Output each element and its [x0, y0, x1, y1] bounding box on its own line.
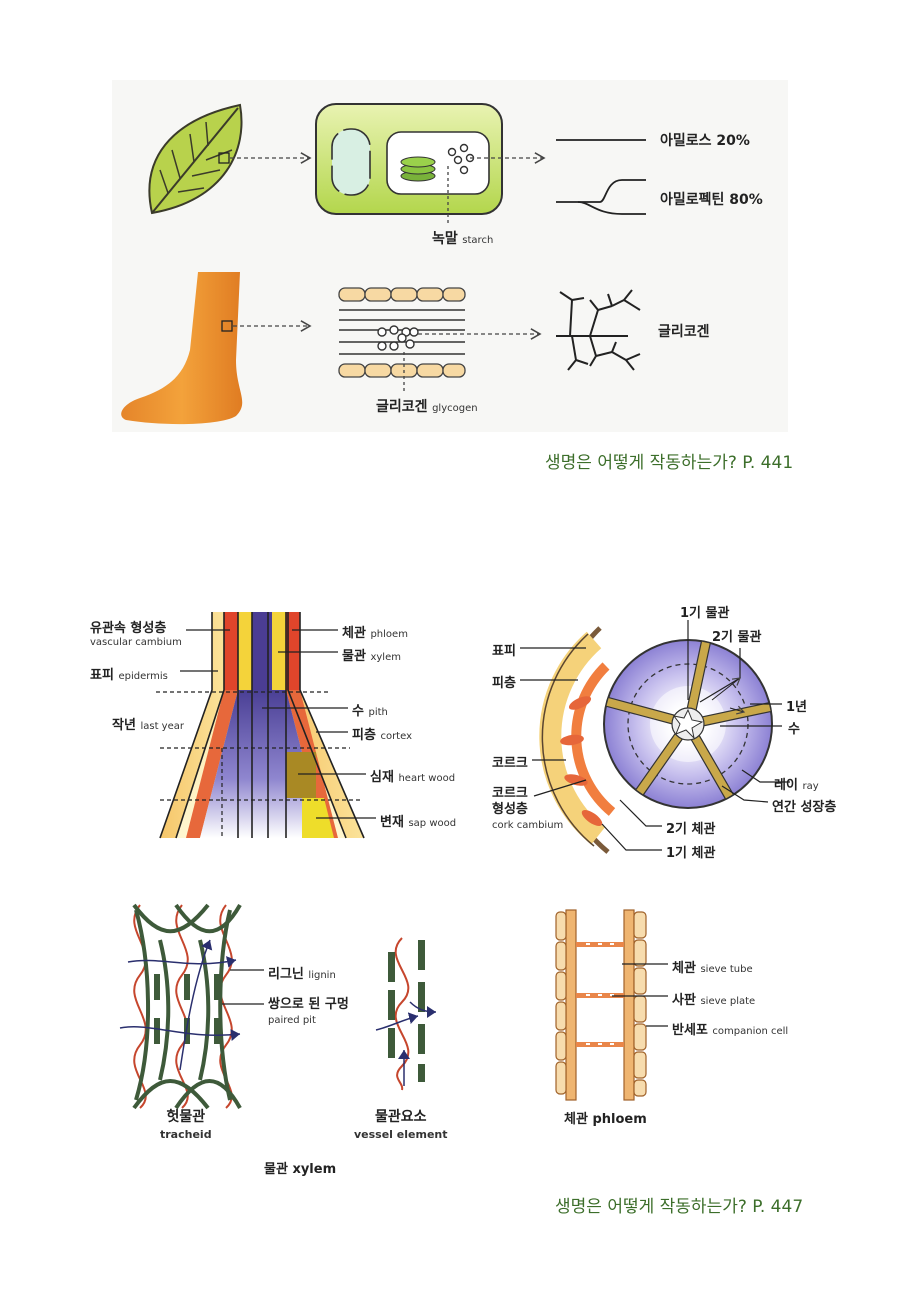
sapwood-ko: 변재	[380, 815, 404, 830]
caption-p447: 생명은 어떻게 작동하는가? P. 447	[555, 1197, 804, 1217]
paired-pit-en: paired pit	[268, 1015, 316, 1026]
companion-en: companion cell	[712, 1026, 789, 1037]
heartwood-en: heart wood	[398, 773, 456, 784]
xylem-bottom-label: 물관 xylem	[264, 1162, 337, 1177]
stem-cross-section-diagram	[520, 620, 790, 854]
cork-label: 코르크	[492, 756, 528, 771]
sieve-tube-en: sieve tube	[700, 964, 753, 975]
sieve-plate-ko: 사판	[672, 993, 696, 1008]
last-year-en: last year	[140, 721, 184, 732]
cortex-stem-en: cortex	[380, 731, 412, 742]
last-year-ko: 작년	[112, 718, 136, 733]
vessel-ko: 물관요소	[374, 1109, 427, 1125]
phloem-stem-ko: 체관	[342, 626, 366, 641]
heartwood-ko: 심재	[370, 770, 394, 785]
companion-cell-label: 반세포 companion cell	[672, 1019, 788, 1038]
cork-cambium-ko2: 형성층	[492, 802, 528, 817]
ray-label: 레이 ray	[774, 774, 819, 793]
phloem-bottom-label: 체관 phloem	[564, 1112, 647, 1127]
xylem-stem-en: xylem	[370, 652, 401, 663]
leaf-icon	[148, 103, 243, 215]
phloem-stem-en: phloem	[370, 629, 408, 640]
xylem-stem-label: 물관 xylem	[342, 645, 401, 664]
cork-cambium-ko1: 코르크	[492, 786, 528, 801]
caption-p441: 생명은 어떻게 작동하는가? P. 441	[545, 453, 794, 473]
pith-stem-ko: 수	[352, 704, 364, 719]
amylose-label: 아밀로스 20%	[660, 133, 750, 149]
ray-en: ray	[802, 781, 819, 792]
annual-ring-label: 연간 성장층	[772, 800, 837, 815]
secondary-xylem-label: 2기 물관	[712, 630, 762, 645]
phloem-stem-label: 체관 phloem	[342, 622, 408, 641]
lignin-label: 리그닌 lignin	[268, 963, 336, 982]
amylopectin-label: 아밀로펙틴 80%	[660, 192, 763, 208]
glycogen-branch-icon	[556, 289, 641, 371]
epidermis-stem-ko: 표피	[90, 668, 114, 683]
cortex-section-label: 피층	[492, 676, 516, 691]
glycogen-ko: 글리코겐	[376, 399, 428, 415]
starch-label: 녹말 starch	[432, 228, 493, 248]
sieve-tube-diagram	[555, 909, 668, 1101]
epidermis-stem-label: 표피 epidermis	[90, 664, 168, 683]
sieve-plate-label: 사판 sieve plate	[672, 989, 755, 1008]
epidermis-section-label: 표피	[492, 644, 516, 659]
secondary-phloem-label: 2기 체관	[666, 822, 716, 837]
vascular-cambium-en: vascular cambium	[90, 637, 182, 648]
one-year-label: 1년	[786, 700, 808, 715]
foot-icon	[121, 272, 243, 425]
vascular-cambium-ko: 유관속 형성층	[90, 621, 167, 636]
heartwood-label: 심재 heart wood	[370, 766, 455, 785]
vessel-element-label: 물관요소 vessel element	[354, 1108, 448, 1144]
epidermis-stem-en: epidermis	[118, 671, 168, 682]
sieve-plate-en: sieve plate	[700, 996, 756, 1007]
tracheid-en: tracheid	[160, 1128, 212, 1141]
tracheid-ko: 헛물관	[166, 1109, 206, 1125]
vessel-element-diagram	[375, 937, 437, 1091]
vessel-en: vessel element	[354, 1128, 448, 1141]
pith-section-label: 수	[788, 722, 800, 737]
pith-stem-en: pith	[368, 707, 388, 718]
primary-xylem-label: 1기 물관	[680, 606, 730, 621]
cork-cambium-label: 코르크 형성층 cork cambium	[492, 786, 563, 834]
muscle-fiber-icon	[338, 287, 466, 378]
primary-phloem-label: 1기 체관	[666, 846, 716, 861]
starch-en: starch	[462, 235, 494, 246]
cortex-stem-label: 피층 cortex	[352, 724, 412, 743]
lignin-ko: 리그닌	[268, 967, 304, 982]
stem-longitudinal-diagram	[156, 612, 376, 839]
lignin-en: lignin	[308, 970, 336, 981]
paired-pit-ko: 쌍으로 된 구멍	[268, 997, 349, 1012]
glycogen-label: 글리코겐 glycogen	[376, 396, 478, 416]
vascular-cambium-label: 유관속 형성층 vascular cambium	[90, 622, 182, 650]
chloroplast-cell-icon	[315, 103, 503, 215]
cork-cambium-en: cork cambium	[492, 820, 564, 831]
xylem-stem-ko: 물관	[342, 649, 366, 664]
last-year-label: 작년 last year	[112, 714, 184, 733]
sapwood-en: sap wood	[408, 818, 457, 829]
glycogen-en: glycogen	[432, 403, 478, 414]
sapwood-label: 변재 sap wood	[380, 811, 456, 830]
starch-ko: 녹말	[432, 231, 458, 247]
paired-pit-label: 쌍으로 된 구멍 paired pit	[268, 997, 349, 1029]
ray-ko: 레이	[774, 778, 798, 793]
glycogen-right-label: 글리코겐	[658, 324, 710, 340]
tracheid-diagram	[119, 903, 264, 1110]
sieve-tube-label: 체관 sieve tube	[672, 957, 753, 976]
pith-stem-label: 수 pith	[352, 700, 388, 719]
companion-ko: 반세포	[672, 1023, 708, 1038]
sieve-tube-ko: 체관	[672, 961, 696, 976]
tracheid-label: 헛물관 tracheid	[160, 1108, 212, 1144]
cortex-stem-ko: 피층	[352, 728, 376, 743]
